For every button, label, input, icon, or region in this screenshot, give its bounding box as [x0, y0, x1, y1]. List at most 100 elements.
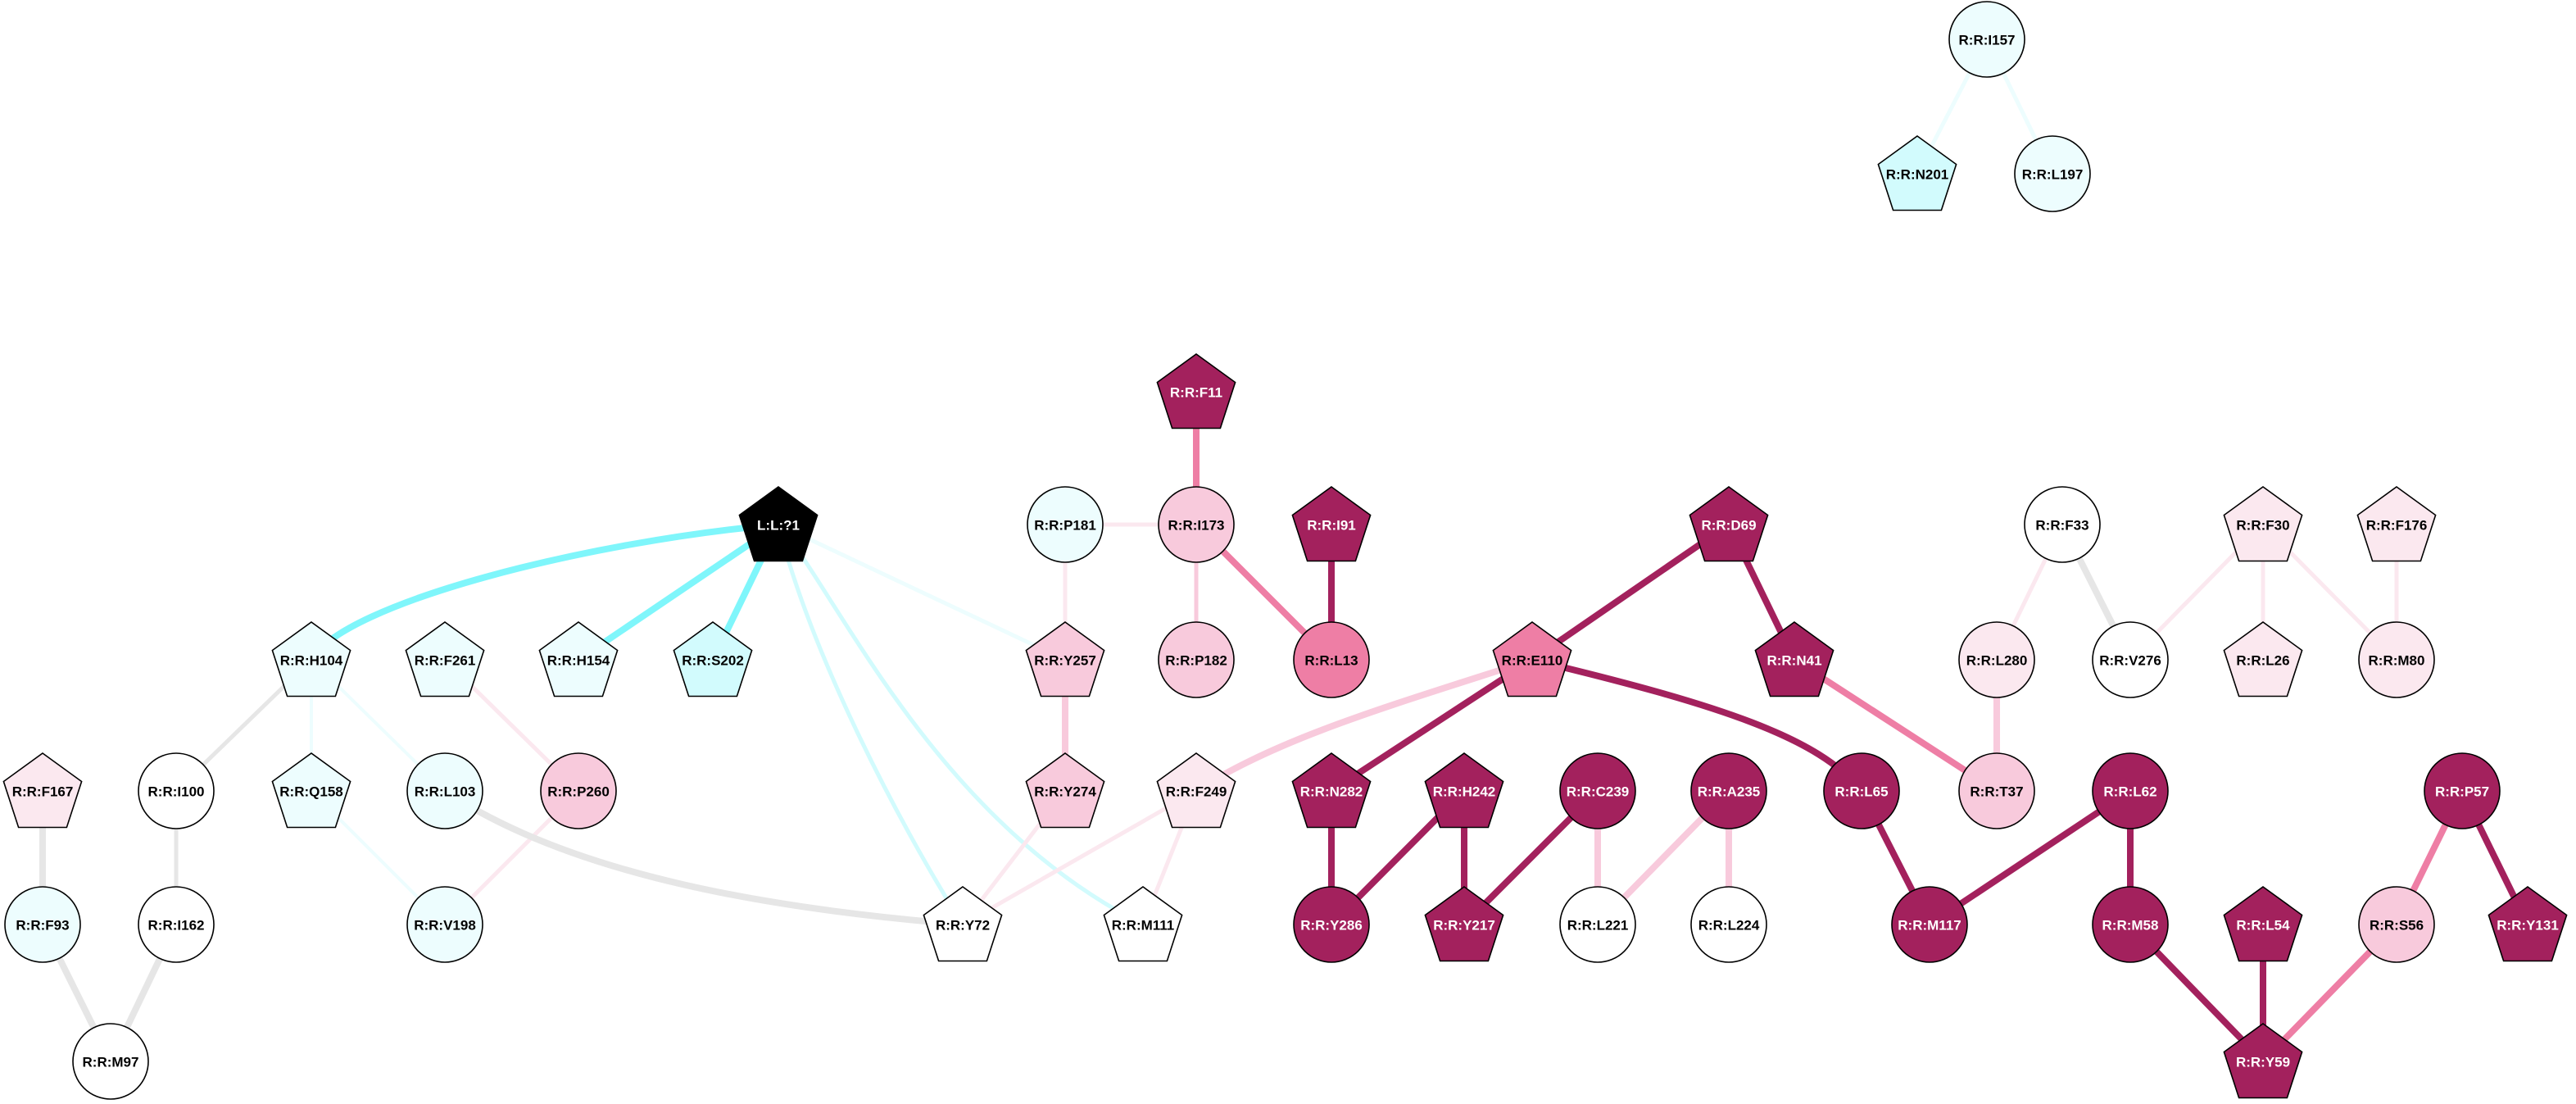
node-rrm80[interactable]: R:R:M80	[2358, 621, 2435, 698]
node-rrs56[interactable]: R:R:S56	[2358, 886, 2435, 963]
node-rrv276[interactable]: R:R:V276	[2092, 621, 2169, 698]
node-rrn41[interactable]: R:R:N41	[1754, 621, 1834, 697]
node-rrc239[interactable]: R:R:C239	[1559, 752, 1636, 829]
node-rrf167[interactable]: R:R:F167	[2, 752, 83, 829]
node-rrp260[interactable]: R:R:P260	[540, 752, 617, 829]
node-rrm111[interactable]: R:R:M111	[1103, 886, 1183, 962]
pentagon-node-shape	[2356, 486, 2437, 562]
node-label: R:R:P181	[1034, 518, 1096, 534]
node-rrf249[interactable]: R:R:F249	[1156, 752, 1236, 829]
node-rrl62[interactable]: R:R:L62	[2092, 752, 2169, 829]
node-rry131[interactable]: R:R:Y131	[2488, 886, 2568, 962]
edge-rrd69-rre110	[1529, 521, 1732, 663]
node-label: R:R:L103	[415, 784, 476, 800]
node-rry257[interactable]: R:R:Y257	[1025, 621, 1105, 697]
pentagon-node-shape	[923, 886, 1003, 962]
node-rry274[interactable]: R:R:Y274	[1025, 752, 1105, 829]
node-rrn282[interactable]: R:R:N282	[1291, 752, 1372, 829]
node-rry217[interactable]: R:R:Y217	[1424, 886, 1504, 962]
node-rrl26[interactable]: R:R:L26	[2223, 621, 2303, 697]
node-rrl13[interactable]: R:R:L13	[1293, 621, 1370, 698]
node-rrf176[interactable]: R:R:F176	[2356, 486, 2437, 562]
node-rrd69[interactable]: R:R:D69	[1689, 486, 1769, 562]
node-rrf33[interactable]: R:R:F33	[2024, 486, 2101, 563]
node-rrl280[interactable]: R:R:L280	[1958, 621, 2035, 698]
node-ll1[interactable]: L:L:?1	[738, 486, 819, 562]
node-rrn201[interactable]: R:R:N201	[1877, 135, 1957, 211]
node-rrh154[interactable]: R:R:H154	[538, 621, 619, 697]
node-rry72[interactable]: R:R:Y72	[923, 886, 1003, 962]
node-rrp181[interactable]: R:R:P181	[1027, 486, 1104, 563]
node-rrl221[interactable]: R:R:L221	[1559, 886, 1636, 963]
circle-node-shape	[1293, 621, 1370, 698]
edge-ll1-rry72	[776, 522, 965, 927]
pentagon-node-shape	[1492, 621, 1572, 697]
node-rrh104[interactable]: R:R:H104	[271, 621, 351, 697]
circle-node-shape	[2358, 621, 2435, 698]
circle-node-shape	[1948, 1, 2025, 78]
node-label: R:R:N282	[1300, 784, 1363, 800]
node-rrl65[interactable]: R:R:L65	[1823, 752, 1900, 829]
node-rrq158[interactable]: R:R:Q158	[271, 752, 351, 829]
node-rri100[interactable]: R:R:I100	[138, 752, 215, 829]
node-label: R:R:I100	[148, 784, 205, 800]
circle-node-shape	[1958, 752, 2035, 829]
node-rri157[interactable]: R:R:I157	[1948, 1, 2025, 78]
node-rrf30[interactable]: R:R:F30	[2223, 486, 2303, 562]
node-rri91[interactable]: R:R:I91	[1291, 486, 1372, 562]
node-rrl224[interactable]: R:R:L224	[1690, 886, 1767, 963]
node-rrm117[interactable]: R:R:M117	[1891, 886, 1968, 963]
node-rry286[interactable]: R:R:Y286	[1293, 886, 1370, 963]
node-rrp57[interactable]: R:R:P57	[2424, 752, 2501, 829]
node-label: R:R:F167	[12, 784, 74, 800]
node-rrh242[interactable]: R:R:H242	[1424, 752, 1504, 829]
edge-rrl103-rry72	[442, 788, 966, 928]
node-label: R:R:N41	[1766, 653, 1821, 669]
node-rrf261[interactable]: R:R:F261	[405, 621, 485, 697]
node-rrf11[interactable]: R:R:F11	[1156, 353, 1236, 429]
circle-node-shape	[540, 752, 617, 829]
node-label: R:R:I173	[1168, 518, 1225, 534]
pentagon-node-shape	[1877, 135, 1957, 211]
edge-ll1-rrh154	[575, 521, 782, 663]
node-rrl54[interactable]: R:R:L54	[2223, 886, 2303, 962]
node-rre110[interactable]: R:R:E110	[1492, 621, 1572, 697]
node-rrf93[interactable]: R:R:F93	[4, 886, 81, 963]
node-rri173[interactable]: R:R:I173	[1158, 486, 1235, 563]
node-rrm58[interactable]: R:R:M58	[2092, 886, 2169, 963]
node-rrp182[interactable]: R:R:P182	[1158, 621, 1235, 698]
node-label: R:R:F176	[2366, 518, 2428, 534]
circle-node-shape	[1293, 886, 1370, 963]
circle-node-shape	[1559, 752, 1636, 829]
node-rrt37[interactable]: R:R:T37	[1958, 752, 2035, 829]
edge-rre110-rrf249	[1193, 656, 1535, 794]
node-rrl103[interactable]: R:R:L103	[406, 752, 483, 829]
node-label: R:R:L224	[1698, 918, 1760, 934]
node-label: R:R:M58	[2102, 918, 2159, 934]
node-label: R:R:V198	[414, 918, 476, 934]
node-label: R:R:Q158	[279, 784, 342, 800]
node-label: R:R:I162	[148, 918, 205, 934]
node-rrl197[interactable]: R:R:L197	[2014, 135, 2091, 212]
pentagon-node-shape	[2488, 886, 2568, 962]
node-rrm97[interactable]: R:R:M97	[72, 1023, 149, 1100]
pentagon-node-shape	[2, 752, 83, 829]
node-rrv198[interactable]: R:R:V198	[406, 886, 483, 963]
node-label: R:R:L65	[1834, 784, 1888, 800]
node-label: R:R:F93	[16, 918, 69, 934]
node-rrs202[interactable]: R:R:S202	[673, 621, 753, 697]
node-label: R:R:M117	[1898, 918, 1961, 934]
pentagon-node-shape	[2223, 1023, 2303, 1099]
pentagon-node-shape	[1156, 353, 1236, 429]
node-rry59[interactable]: R:R:Y59	[2223, 1023, 2303, 1099]
node-label: R:R:V276	[2099, 653, 2161, 669]
node-rri162[interactable]: R:R:I162	[138, 886, 215, 963]
circle-node-shape	[72, 1023, 149, 1100]
circle-node-shape	[138, 752, 215, 829]
node-rra235[interactable]: R:R:A235	[1690, 752, 1767, 829]
pentagon-node-shape	[271, 621, 351, 697]
pentagon-node-shape	[738, 486, 819, 562]
circle-node-shape	[2092, 886, 2169, 963]
node-label: R:R:Y257	[1034, 653, 1096, 669]
